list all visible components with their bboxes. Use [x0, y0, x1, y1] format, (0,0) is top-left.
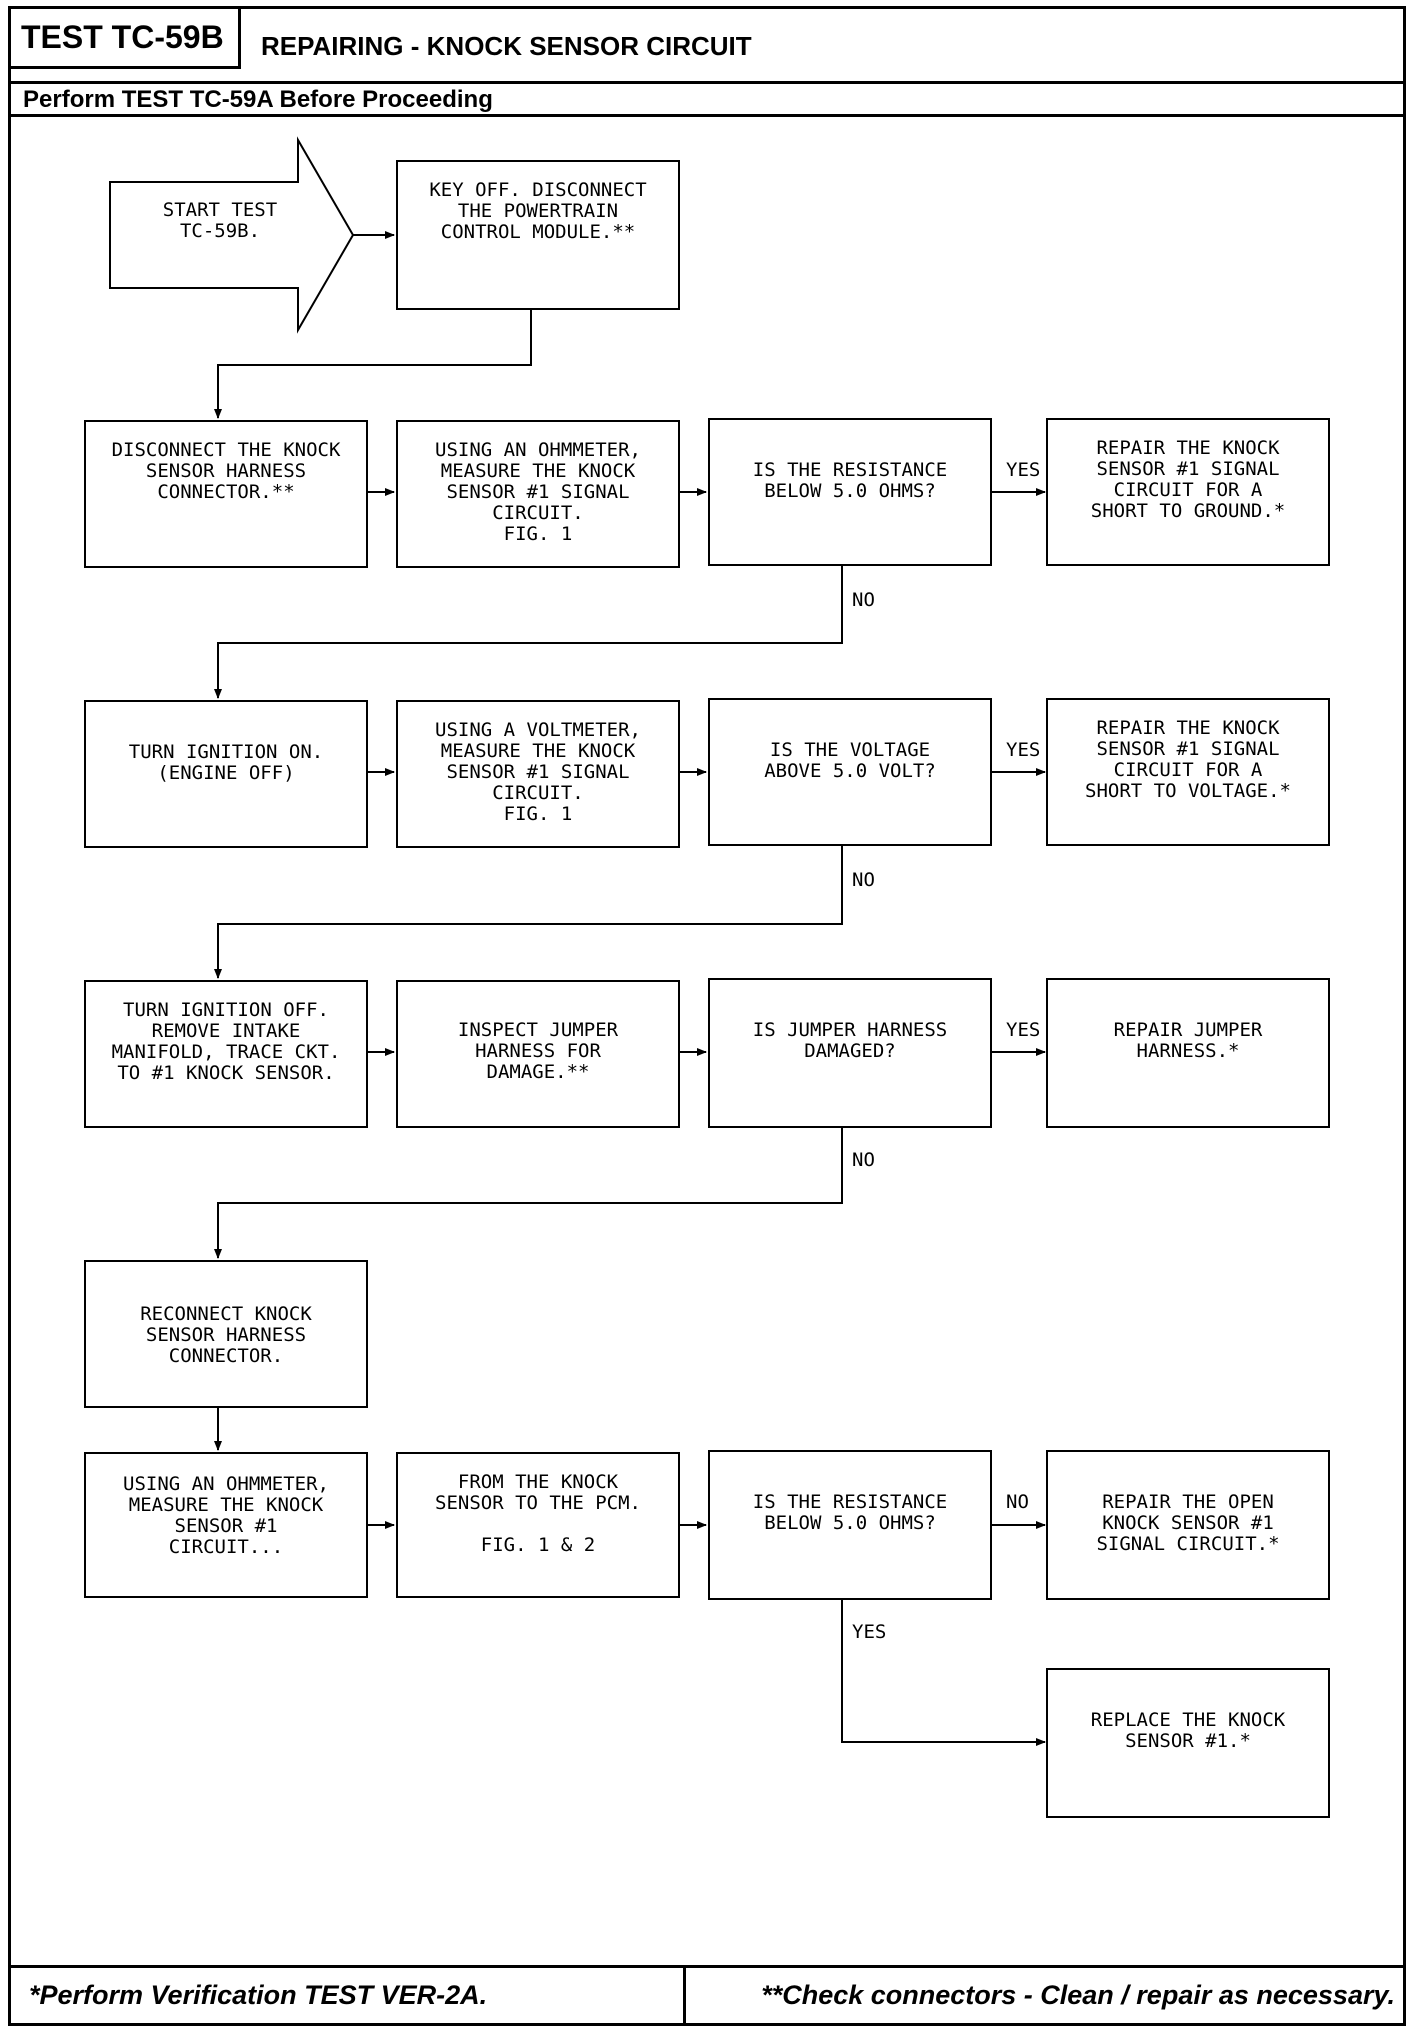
branch-no-4: NO [1006, 1491, 1029, 1513]
step-replace-knock-sensor: REPLACE THE KNOCK SENSOR #1.* [1046, 1668, 1330, 1818]
step-ignition-on-text: TURN IGNITION ON. (ENGINE OFF) [128, 741, 324, 784]
footnote-connectors: **Check connectors - Clean / repair as n… [761, 1980, 1395, 2010]
step-repair-open: REPAIR THE OPEN KNOCK SENSOR #1 SIGNAL C… [1046, 1450, 1330, 1600]
connector-q4-yes [841, 1600, 1046, 1746]
step-voltmeter-signal: USING A VOLTMETER, MEASURE THE KNOCK SEN… [396, 700, 680, 848]
step-ohmmeter-signal: USING AN OHMMETER, MEASURE THE KNOCK SEN… [396, 420, 680, 568]
branch-no-3: NO [852, 1149, 875, 1171]
step-inspect-jumper: INSPECT JUMPER HARNESS FOR DAMAGE.** [396, 980, 680, 1128]
decision-jumper-text: IS JUMPER HARNESS DAMAGED? [752, 1019, 948, 1062]
step-repair-short-ground-text: REPAIR THE KNOCK SENSOR #1 SIGNAL CIRCUI… [1090, 437, 1286, 522]
connector-q2-no [214, 846, 843, 979]
step-ohmmeter-circuit-text: USING AN OHMMETER, MEASURE THE KNOCK SEN… [123, 1473, 329, 1558]
prerequisite-bar: Perform TEST TC-59A Before Proceeding [11, 81, 1403, 117]
branch-no-1: NO [852, 589, 875, 611]
branch-yes-4: YES [852, 1621, 887, 1643]
step-from-sensor-to-pcm-text: FROM THE KNOCK SENSOR TO THE PCM. FIG. 1… [435, 1471, 641, 1556]
decision-voltage: IS THE VOLTAGE ABOVE 5.0 VOLT? [708, 698, 992, 846]
step-inspect-jumper-text: INSPECT JUMPER HARNESS FOR DAMAGE.** [457, 1019, 619, 1083]
decision-voltage-text: IS THE VOLTAGE ABOVE 5.0 VOLT? [764, 739, 936, 782]
decision-resistance-1-text: IS THE RESISTANCE BELOW 5.0 OHMS? [752, 459, 948, 502]
step-replace-knock-sensor-text: REPLACE THE KNOCK SENSOR #1.* [1090, 1709, 1286, 1752]
decision-resistance-1: IS THE RESISTANCE BELOW 5.0 OHMS? [708, 418, 992, 566]
test-sheet: TEST TC-59B REPAIRING - KNOCK SENSOR CIR… [8, 6, 1406, 2026]
step-repair-jumper-text: REPAIR JUMPER HARNESS.* [1113, 1019, 1263, 1062]
step-ignition-off-text: TURN IGNITION OFF. REMOVE INTAKE MANIFOL… [111, 999, 341, 1084]
decision-resistance-2-text: IS THE RESISTANCE BELOW 5.0 OHMS? [752, 1491, 948, 1534]
branch-yes-1: YES [1006, 459, 1041, 481]
prerequisite-note: Perform TEST TC-59A Before Proceeding [23, 86, 493, 113]
step-key-off: KEY OFF. DISCONNECT THE POWERTRAIN CONTR… [396, 160, 680, 310]
start-arrow-shape [109, 136, 355, 334]
connector-q3-no [214, 1128, 843, 1259]
step-voltmeter-signal-text: USING A VOLTMETER, MEASURE THE KNOCK SEN… [435, 719, 641, 825]
step-repair-short-voltage-text: REPAIR THE KNOCK SENSOR #1 SIGNAL CIRCUI… [1085, 717, 1291, 802]
step-repair-open-text: REPAIR THE OPEN KNOCK SENSOR #1 SIGNAL C… [1096, 1491, 1280, 1555]
footnote-verification: *Perform Verification TEST VER-2A. [11, 1968, 686, 2023]
start-test-label: START TEST TC-59B. [162, 199, 278, 242]
branch-no-2: NO [852, 869, 875, 891]
branch-yes-3: YES [1006, 1019, 1041, 1041]
step-ohmmeter-signal-text: USING AN OHMMETER, MEASURE THE KNOCK SEN… [435, 439, 641, 545]
test-id: TEST TC-59B [11, 9, 241, 69]
branch-yes-2: YES [1006, 739, 1041, 761]
step-ignition-off: TURN IGNITION OFF. REMOVE INTAKE MANIFOL… [84, 980, 368, 1128]
step-repair-jumper: REPAIR JUMPER HARNESS.* [1046, 978, 1330, 1128]
step-reconnect: RECONNECT KNOCK SENSOR HARNESS CONNECTOR… [84, 1260, 368, 1408]
decision-jumper: IS JUMPER HARNESS DAMAGED? [708, 978, 992, 1128]
step-repair-short-ground: REPAIR THE KNOCK SENSOR #1 SIGNAL CIRCUI… [1046, 418, 1330, 566]
step-repair-short-voltage: REPAIR THE KNOCK SENSOR #1 SIGNAL CIRCUI… [1046, 698, 1330, 846]
decision-resistance-2: IS THE RESISTANCE BELOW 5.0 OHMS? [708, 1450, 992, 1600]
step-ohmmeter-circuit: USING AN OHMMETER, MEASURE THE KNOCK SEN… [84, 1452, 368, 1598]
connector-q1-no [214, 566, 843, 699]
connector-keyoff-to-disconnect [214, 310, 532, 419]
test-title: REPAIRING - KNOCK SENSOR CIRCUIT [261, 31, 752, 61]
step-disconnect-knock-sensor-text: DISCONNECT THE KNOCK SENSOR HARNESS CONN… [111, 439, 341, 503]
step-ignition-on: TURN IGNITION ON. (ENGINE OFF) [84, 700, 368, 848]
footer: *Perform Verification TEST VER-2A. **Che… [11, 1965, 1403, 2023]
step-reconnect-text: RECONNECT KNOCK SENSOR HARNESS CONNECTOR… [140, 1303, 312, 1367]
step-from-sensor-to-pcm: FROM THE KNOCK SENSOR TO THE PCM. FIG. 1… [396, 1452, 680, 1598]
header: TEST TC-59B REPAIRING - KNOCK SENSOR CIR… [11, 9, 1403, 69]
step-key-off-text: KEY OFF. DISCONNECT THE POWERTRAIN CONTR… [429, 179, 647, 243]
step-disconnect-knock-sensor: DISCONNECT THE KNOCK SENSOR HARNESS CONN… [84, 420, 368, 568]
